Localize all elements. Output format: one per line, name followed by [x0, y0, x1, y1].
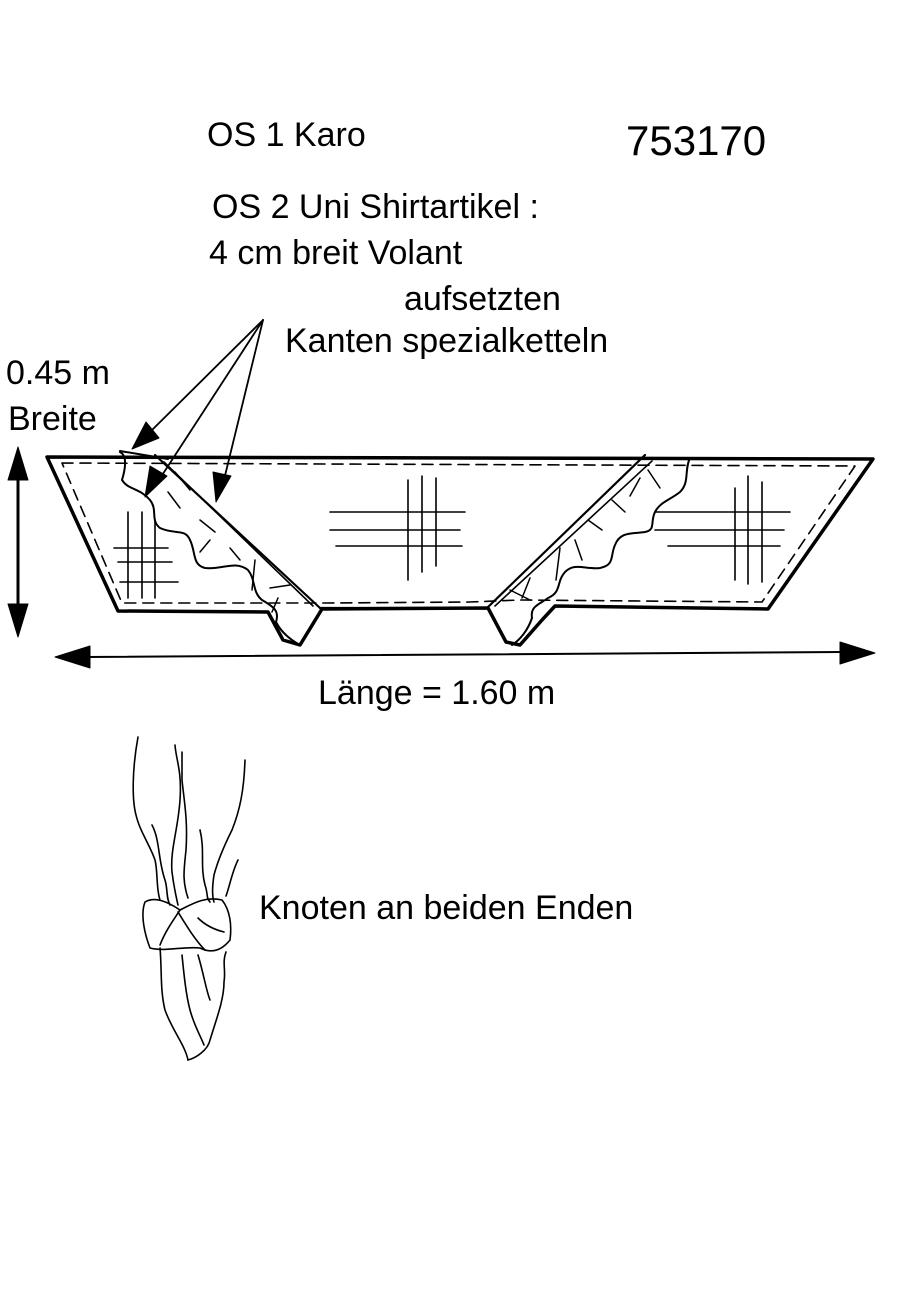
plaid-right [654, 475, 791, 585]
scarf-outline [45, 455, 875, 647]
width-value-label: 0.45 m [6, 354, 110, 392]
material-2-label: OS 2 Uni Shirtartikel : [212, 188, 539, 226]
width-label: Breite [8, 400, 97, 438]
length-label: Länge = 1.60 m [318, 674, 556, 712]
volant-line-2: aufsetzten [404, 280, 561, 318]
width-dimension-arrow [7, 446, 29, 638]
knot-label: Knoten an beiden Enden [259, 889, 634, 927]
right-volant [509, 457, 691, 646]
knot-sketch [132, 736, 246, 1061]
edges-label: Kanten spezialketteln [285, 322, 609, 360]
material-1-label: OS 1 Karo [207, 116, 366, 154]
center-panel-folds [153, 453, 653, 610]
length-dimension-arrow [54, 641, 876, 669]
plaid-center [329, 475, 466, 581]
callout-arrows [119, 319, 264, 503]
article-number: 753170 [626, 117, 767, 164]
left-volant [119, 451, 299, 645]
volant-line-1: 4 cm breit Volant [209, 234, 463, 272]
plaid-left [113, 511, 179, 599]
